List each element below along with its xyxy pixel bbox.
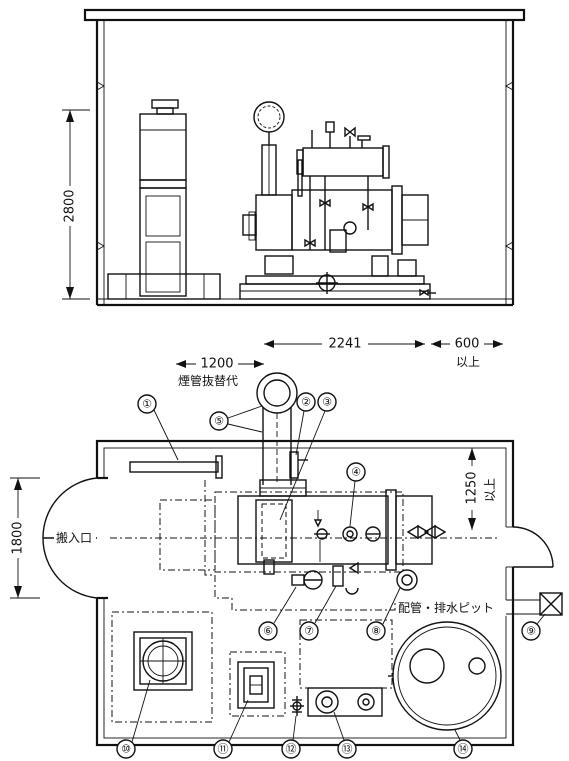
elevation-view: 2800 — [58, 8, 526, 307]
callout-11-label: ⑪ — [218, 743, 229, 756]
callout-2: ② — [295, 392, 316, 456]
item-14-large-tank — [388, 621, 502, 731]
callout-12-label: ⑫ — [286, 743, 297, 756]
dim-1200: 1200 煙管抜替代 — [176, 356, 264, 388]
entrance-label: 搬入口 — [56, 530, 92, 545]
dim-600-note: 以上 — [456, 355, 480, 369]
callout-8-label: ⑧ — [371, 625, 381, 638]
elevation-tower-unit — [107, 99, 221, 300]
callout-9-label: ⑨ — [526, 625, 536, 638]
dim-1250-label: 1250 — [465, 471, 480, 504]
right-opening — [512, 526, 554, 568]
height-dim-label: 2800 — [63, 189, 78, 222]
elevation-building-outline — [83, 8, 526, 307]
callout-5-label: ⑤ — [214, 415, 224, 428]
item-1-pipe — [129, 455, 223, 479]
callout-14-label: ⑭ — [458, 743, 469, 756]
callout-9: ⑨ — [521, 613, 546, 641]
callout-10: ⑩ — [116, 679, 151, 759]
callout-7: ⑦ — [299, 585, 337, 641]
dim-1800-label: 1800 — [11, 521, 26, 554]
callout-14: ⑭ — [453, 729, 473, 759]
callout-12: ⑫ — [281, 715, 301, 759]
callout-13: ⑬ — [333, 711, 357, 759]
callout-2-label: ② — [301, 396, 311, 409]
item-9-box — [539, 592, 563, 616]
elevation-boiler — [239, 101, 436, 300]
flue-duct — [256, 372, 298, 485]
dim-1200-label: 1200 — [200, 357, 233, 372]
item-11-panel — [237, 661, 275, 709]
callout-8: ⑧ — [366, 587, 401, 641]
dim-600: 600 以上 — [431, 336, 503, 369]
item-6-7-8-parts — [291, 561, 418, 595]
callout-13-label: ⑬ — [342, 743, 353, 756]
plan-boiler-body — [237, 489, 447, 575]
callout-6: ⑥ — [258, 586, 297, 641]
tube-removal-label: 煙管抜替代 — [178, 373, 238, 388]
plan-view: 1200 煙管抜替代 2241 600 以上 — [6, 336, 563, 759]
dim-1250-note: 以上 — [483, 478, 497, 502]
callout-5: ⑤ — [209, 405, 263, 433]
dim-2241-label: 2241 — [328, 337, 361, 352]
dim-1250: 1250 以上 — [463, 448, 497, 530]
callout-1: ① — [137, 394, 179, 461]
callout-1-label: ① — [142, 398, 152, 411]
plan-room-outline — [92, 439, 518, 747]
callout-3: ③ — [279, 392, 337, 521]
pit-label-group: 配管・排水ピット — [396, 599, 540, 616]
item-2-3-parts — [259, 451, 308, 497]
callout-11: ⑪ — [213, 699, 249, 759]
height-dimension: 2800 — [58, 109, 90, 300]
item-10-tank — [133, 631, 193, 691]
callout-6-label: ⑥ — [263, 625, 273, 638]
item-13-softener — [307, 687, 383, 717]
callout-3-label: ③ — [322, 396, 332, 409]
callout-10-label: ⑩ — [121, 743, 131, 756]
dim-2241: 2241 — [264, 336, 425, 352]
dim-600-label: 600 — [455, 337, 480, 352]
callout-4: ④ — [346, 462, 366, 527]
callout-4-label: ④ — [351, 466, 361, 479]
item-12-valve — [290, 696, 304, 716]
pit-label: 配管・排水ピット — [398, 600, 494, 615]
callout-7-label: ⑦ — [304, 625, 314, 638]
dim-1800: 1800 搬入口 — [6, 477, 96, 599]
